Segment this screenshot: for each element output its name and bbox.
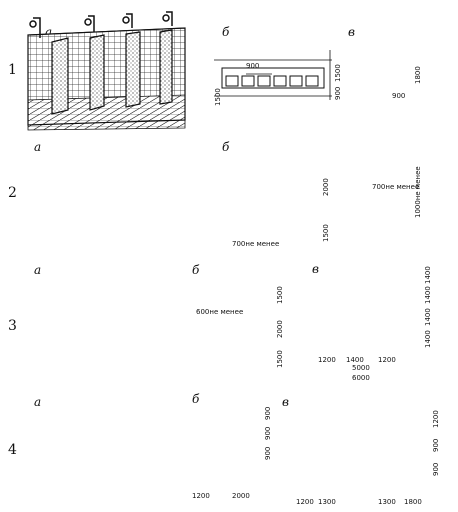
- label-4a: а: [34, 395, 42, 409]
- r1b-dim-left: 1500: [214, 88, 222, 106]
- r2b-dim-mid: 2000: [322, 178, 330, 196]
- r3v-dim-total1: 5000: [352, 364, 370, 372]
- label-1v: в: [348, 25, 355, 39]
- r2v-dim-spacing: 700не менее: [372, 183, 420, 191]
- r3v-dim-b1: 1200: [318, 356, 336, 364]
- label-4b: б: [192, 392, 200, 406]
- r4b-dim-left: 1200: [192, 492, 210, 500]
- r3v-dim-top1: 1400: [424, 266, 432, 284]
- r1v-dim-bottom: 900: [392, 92, 406, 100]
- label-2b: б: [222, 140, 230, 154]
- label-3a: а: [34, 263, 42, 277]
- r4v-dim-b4: 1800: [404, 498, 422, 506]
- r3b-dim-right2: 2000: [276, 320, 284, 338]
- r4v-dim-v2: 900: [432, 438, 440, 452]
- r3v-dim-top2: 1400: [424, 286, 432, 304]
- r2v-dim-right: 1000не менее: [414, 166, 422, 218]
- r1v-dim-right: 1800: [414, 66, 422, 84]
- r4v-dim-b3: 1300: [378, 498, 396, 506]
- row-number-3: 3: [8, 318, 17, 334]
- r1b-dim-right2: 900: [334, 86, 342, 100]
- label-3b: б: [192, 263, 200, 277]
- r2b-dim-bottom: 1500: [322, 224, 330, 242]
- row1-plan-b: [214, 50, 332, 100]
- label-4v: в: [282, 395, 289, 409]
- label-1a: а: [45, 25, 53, 39]
- r3v-dim-top4: 1400: [424, 330, 432, 348]
- label-1b: б: [222, 25, 230, 39]
- r4v-dim-v1: 1200: [432, 410, 440, 428]
- r4v-dim-v3: 900: [432, 462, 440, 476]
- r3v-dim-b2: 1400: [346, 356, 364, 364]
- r3b-dim-spacing: 600не менее: [196, 308, 244, 316]
- r4b-dim-right: 2000: [232, 492, 250, 500]
- row-number-1: 1: [8, 62, 17, 78]
- r3v-dim-total2: 6000: [352, 374, 370, 382]
- r3v-dim-b3: 1200: [378, 356, 396, 364]
- row-number-2: 2: [8, 185, 17, 201]
- label-3v: в: [312, 262, 319, 276]
- r3b-dim-right3: 1500: [276, 350, 284, 368]
- r3v-dim-top3: 1400: [424, 308, 432, 326]
- row1-shower-sketch: [27, 11, 186, 131]
- row-number-4: 4: [8, 442, 17, 458]
- r1b-dim-right1: 1500: [334, 64, 342, 82]
- r2b-dim-spacing: 700не менее: [232, 240, 280, 248]
- r4v-dim-b1: 1200: [296, 498, 314, 506]
- r4b-dim-v2: 900: [264, 426, 272, 440]
- r4b-dim-v1: 900: [264, 406, 272, 420]
- r4b-dim-v3: 900: [264, 446, 272, 460]
- label-2a: а: [34, 140, 42, 154]
- r4v-dim-b2: 1300: [318, 498, 336, 506]
- r1b-dim-top: 900: [246, 62, 260, 70]
- r3b-dim-right1: 1500: [276, 286, 284, 304]
